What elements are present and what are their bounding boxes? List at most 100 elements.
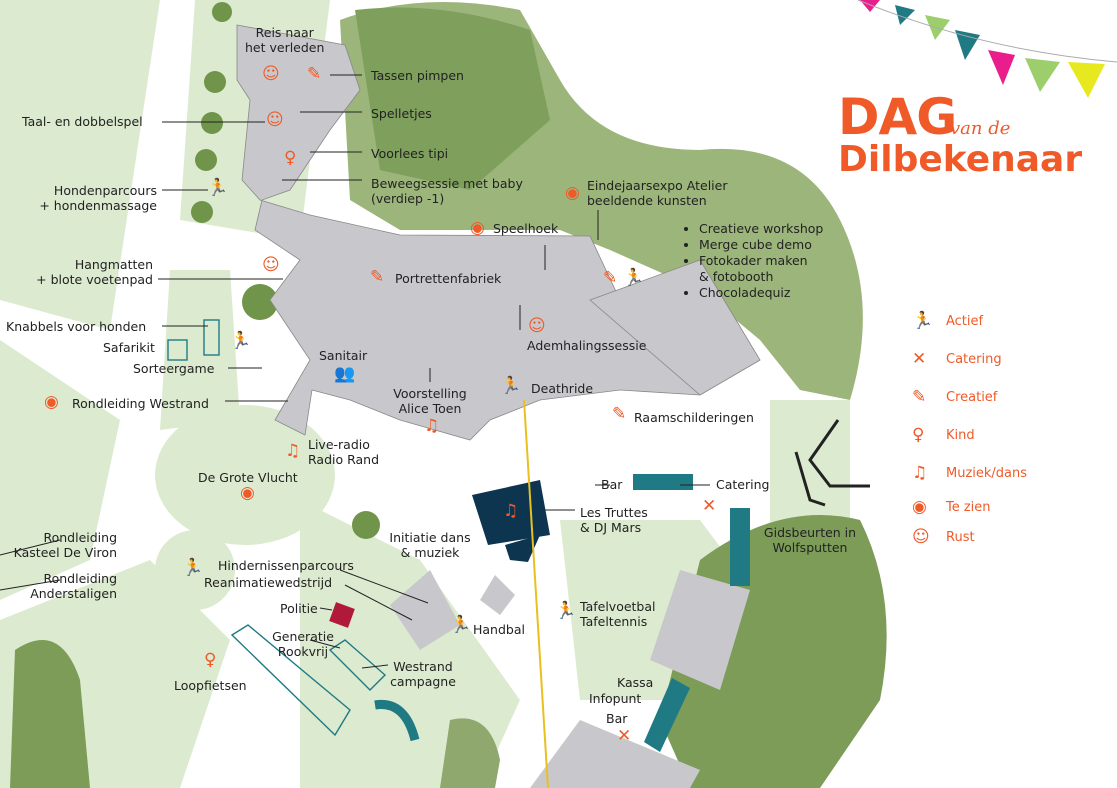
smiley-icon: ☺	[528, 316, 546, 336]
label-catering: Catering	[716, 477, 770, 492]
field	[390, 570, 460, 650]
bar-stand	[633, 474, 693, 490]
music-note-icon: ♫	[912, 462, 928, 483]
bunting-flag	[895, 5, 915, 25]
legend-label: Rust	[946, 529, 975, 545]
westrand-tents	[328, 639, 387, 691]
forest	[440, 718, 500, 788]
tree	[242, 284, 278, 320]
bunting-string	[857, 0, 1117, 63]
label-portrettenfabriek: Portrettenfabriek	[395, 271, 502, 286]
legend-label: Te zien	[946, 499, 991, 515]
label-tafelvoetbal: Tafelvoetbal Tafeltennis	[580, 599, 656, 629]
deathride-line	[523, 399, 549, 788]
label-reanimatiewedstrijd: Reanimatiewedstrijd	[204, 575, 333, 590]
label-hondenparcours: Hondenparcours + hondenmassage	[39, 183, 157, 213]
legend-item-kind: ♀ Kind	[912, 416, 1027, 454]
palette-icon: ✎	[307, 64, 322, 84]
eye-icon: ◉	[470, 218, 485, 238]
music-note-icon: ♫	[424, 416, 440, 436]
music-note-icon: ♫	[503, 501, 519, 521]
palette-icon: ✎	[612, 404, 627, 424]
tree	[204, 71, 226, 93]
legend-label: Actief	[946, 313, 984, 329]
label-spelletjes: Spelletjes	[371, 106, 432, 121]
child-balloon-icon: ♀	[284, 148, 297, 168]
label-politie: Politie	[280, 601, 318, 616]
eye-icon: ◉	[44, 392, 59, 412]
bunting-flag	[988, 50, 1015, 85]
label-bar: Bar	[601, 477, 623, 492]
legend-item-creatief: ✎Creatief	[912, 378, 1027, 416]
list-item: Chocoladequiz	[699, 285, 823, 301]
eye-icon: ◉	[240, 483, 255, 503]
label-rondleiding-anderstaligen: Rondleiding Anderstaligen	[30, 571, 117, 601]
bunting-flag	[955, 30, 980, 60]
tree	[191, 201, 213, 223]
running-icon: 🏃	[500, 376, 522, 396]
label-les-truttes: Les Truttes & DJ Mars	[580, 505, 648, 535]
label-hindernissenparcours: Hindernissenparcours	[218, 558, 354, 573]
label-hangmatten: Hangmatten + blote voetenpad	[36, 257, 153, 287]
building	[236, 24, 761, 441]
legend-label: Creatief	[946, 389, 998, 405]
legend-label: Kind	[946, 427, 975, 443]
safarikit-box	[167, 339, 188, 361]
smiley-icon: ☺	[912, 526, 930, 547]
path-line	[794, 451, 826, 507]
loopfietsen-track	[230, 624, 351, 737]
stage	[505, 535, 540, 562]
tree	[195, 149, 217, 171]
label-sorteergame: Sorteergame	[133, 361, 215, 376]
label-reis-naar-het-verleden: Reis naar het verleden	[245, 25, 325, 55]
running-icon: 🏃	[555, 601, 577, 621]
cutlery-icon: ✕	[912, 348, 927, 369]
label-voorlees-tipi: Voorlees tipi	[371, 146, 449, 161]
field	[480, 575, 515, 615]
label-kassa: Kassa	[617, 675, 654, 690]
running-icon: 🏃	[230, 331, 252, 351]
legend-label: Muziek/dans	[946, 465, 1028, 481]
label-rondleiding-kasteel: Rondleiding Kasteel De Viron	[13, 530, 117, 560]
list-item: Merge cube demo	[699, 237, 823, 253]
label-bar-2: Bar	[606, 711, 628, 726]
grass-area	[300, 500, 520, 788]
child-balloon-icon: ♀	[912, 424, 925, 445]
bunting-flag	[925, 15, 950, 40]
running-icon: 🏃	[623, 268, 645, 288]
knabbels-box	[203, 319, 220, 356]
label-raamschilderingen: Raamschilderingen	[634, 410, 754, 425]
catering-stand	[730, 508, 750, 586]
legend-label: Catering	[946, 351, 1002, 367]
bunting-flag	[1025, 58, 1060, 92]
grass-area	[155, 405, 335, 545]
label-tassen-pimpen: Tassen pimpen	[371, 68, 464, 83]
running-icon: 🏃	[450, 615, 472, 635]
smiley-icon: ☺	[262, 64, 280, 84]
field	[530, 720, 700, 788]
label-eindejaarsexpo: Eindejaarsexpo Atelier beeldende kunsten	[587, 178, 728, 208]
label-rondleiding-westrand: Rondleiding Westrand	[72, 396, 209, 411]
cutlery-icon: ✕	[617, 726, 632, 746]
label-handbal: Handbal	[473, 622, 525, 637]
list-item: Creatieve workshop	[699, 221, 823, 237]
label-live-radio: Live-radio Radio Rand	[308, 437, 380, 467]
eye-icon: ◉	[565, 183, 580, 203]
smiley-icon: ☺	[266, 110, 284, 130]
list-item: Fotokader maken & fotobooth	[699, 253, 823, 285]
kassa-stand	[644, 678, 690, 752]
label-beweegsessie: Beweegsessie met baby (verdiep -1)	[371, 176, 523, 206]
label-initiatie-dans: Initiatie dans & muziek	[389, 530, 471, 560]
arc	[374, 699, 420, 742]
label-sanitair: Sanitair	[319, 348, 368, 363]
politie-box	[329, 602, 355, 628]
running-icon: 🏃	[182, 558, 204, 578]
label-generatie-rookvrij: Generatie Rookvrij	[272, 629, 334, 659]
field	[650, 570, 750, 690]
label-speelhoek: Speelhoek	[493, 221, 559, 236]
label-taal-dobbelspel: Taal- en dobbelspel	[22, 114, 143, 129]
label-knabbels: Knabbels voor honden	[6, 319, 147, 334]
toilet-icon: 👥	[334, 364, 356, 384]
label-loopfietsen: Loopfietsen	[174, 678, 247, 693]
eye-icon: ◉	[912, 496, 927, 517]
